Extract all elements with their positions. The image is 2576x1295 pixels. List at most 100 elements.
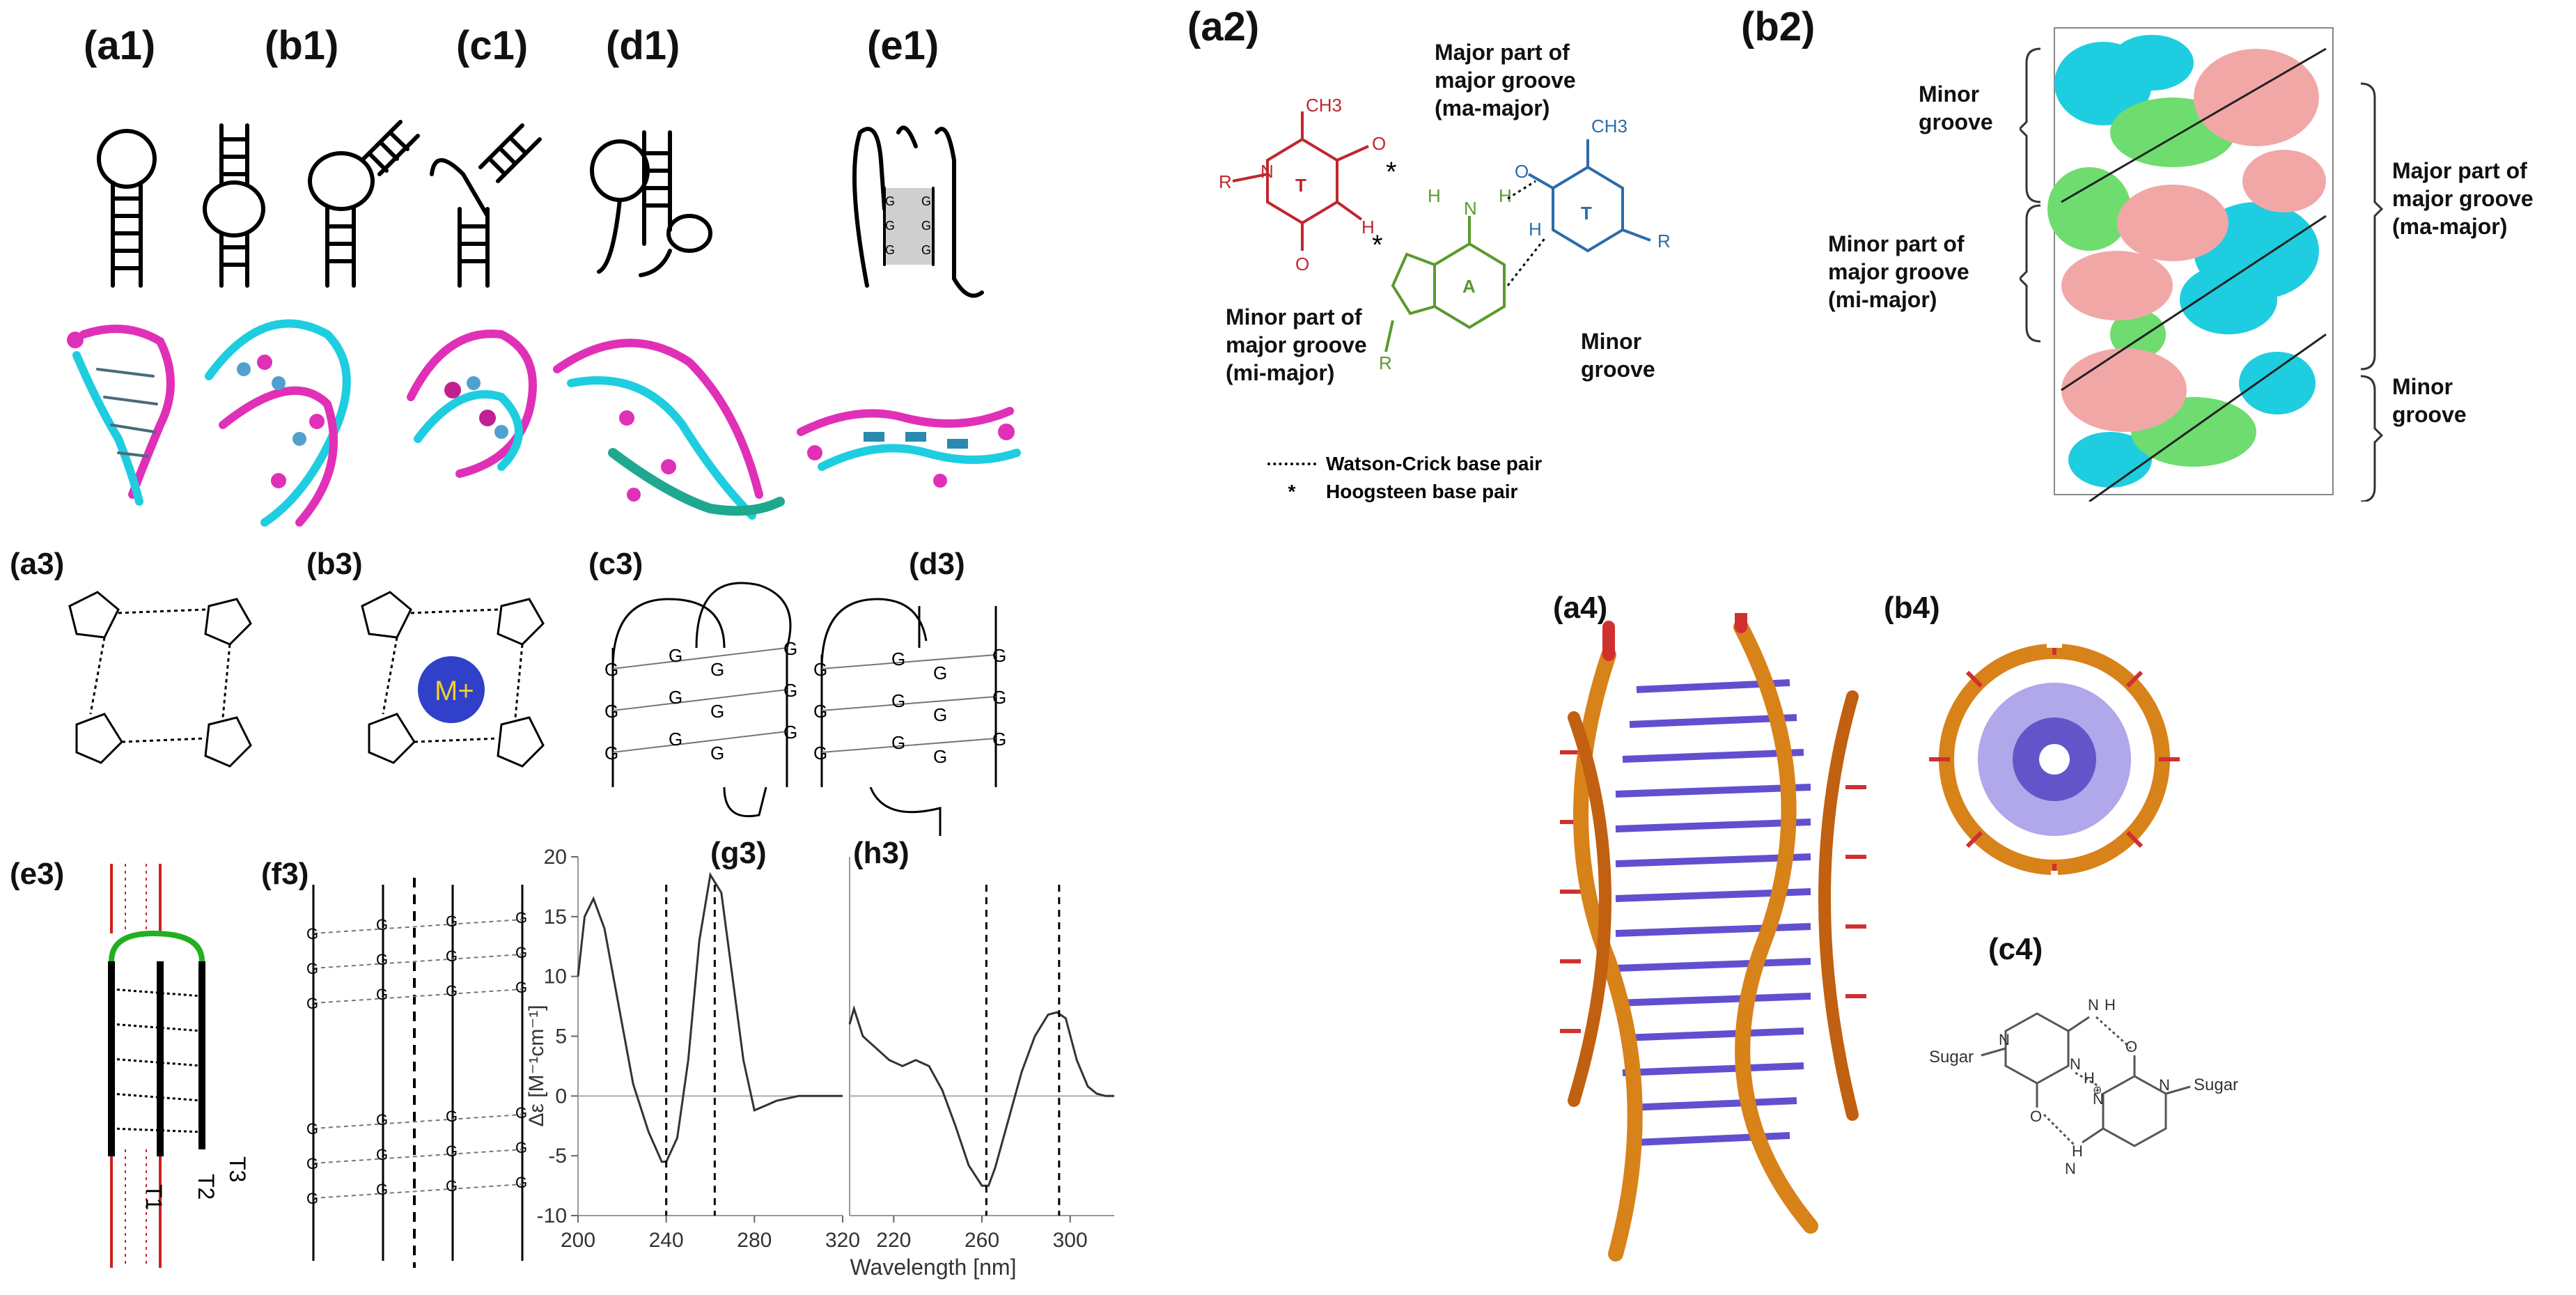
b2-mi-major-line2: major groove	[1828, 259, 1969, 284]
strand-label-t3: T3	[225, 1156, 250, 1182]
svg-text:G: G	[921, 219, 931, 233]
svg-text:G: G	[515, 1104, 527, 1122]
svg-text:G: G	[921, 194, 931, 208]
svg-text:G: G	[933, 746, 947, 767]
panel-label-a1: (a1)	[84, 23, 156, 68]
svg-text:G: G	[604, 659, 618, 680]
a2-minor-groove-line2: groove	[1581, 357, 1655, 382]
backbone-orange	[1568, 613, 1859, 1262]
sugar-right-label: Sugar	[2194, 1076, 2238, 1094]
svg-text:G: G	[306, 1155, 318, 1172]
svg-text:G: G	[376, 916, 388, 933]
b2-minor-groove-bottom: Minor groove	[2392, 373, 2467, 428]
b2-ma-major-line3: (ma-major)	[2392, 214, 2508, 239]
svg-text:H: H	[2105, 996, 2116, 1014]
svg-text:G: G	[813, 743, 827, 763]
b2-minor-top-line2: groove	[1919, 109, 1993, 134]
svg-text:G: G	[710, 659, 724, 680]
base-stack-purple	[1615, 679, 1811, 1146]
svg-text:G: G	[306, 960, 318, 977]
watson-crick-bonds	[1506, 180, 1547, 286]
panel-label-f3: (f3)	[261, 857, 309, 891]
svg-text:G: G	[933, 704, 947, 725]
b2-mi-major-label: Minor part of major groove (mi-major)	[1828, 230, 1969, 313]
x-axis-label: Wavelength [nm]	[850, 1255, 1017, 1280]
svg-text:G: G	[885, 219, 895, 233]
svg-text:G: G	[783, 638, 797, 659]
a2-legend: Watson-Crick base pair * Hoogsteen base …	[1267, 453, 1542, 503]
panel-label-a4: (a4)	[1553, 591, 1608, 625]
g-quartet-b3	[361, 591, 545, 768]
panel-label-e1: (e1)	[867, 23, 939, 68]
a2-minor-groove-line1: Minor	[1581, 329, 1642, 354]
svg-text:G: G	[669, 687, 682, 708]
b2-ma-major-line1: Major part of	[2392, 158, 2527, 183]
strand-label-t2: T2	[194, 1174, 219, 1200]
svg-text:G: G	[306, 1120, 318, 1138]
ribbon-d1	[553, 339, 785, 520]
svg-text:O: O	[1372, 133, 1386, 154]
ribbon-c1	[407, 329, 537, 478]
svg-text:G: G	[306, 925, 318, 943]
metal-ion	[418, 656, 485, 723]
svg-text:O: O	[2030, 1108, 2042, 1125]
h3-x-tick-label: 260	[965, 1229, 999, 1252]
b2-brackets	[2020, 47, 2384, 502]
b2-ma-major-line2: major groove	[2392, 186, 2534, 211]
svg-text:G: G	[376, 1181, 388, 1198]
a2-mi-major-line1: Minor part of	[1226, 304, 1362, 329]
panel-label-b3: (b3)	[306, 547, 363, 581]
hoogsteen-star-1: *	[1386, 157, 1397, 187]
g3-x-tick-label: 240	[649, 1229, 684, 1252]
h3-x-tick-label: 220	[876, 1229, 911, 1252]
panel-label-b2: (b2)	[1741, 4, 1816, 49]
svg-text:H: H	[1529, 219, 1542, 240]
panel-label-d3: (d3)	[909, 547, 965, 581]
g3-cd-curve	[577, 871, 843, 1163]
svg-text:G: G	[813, 701, 827, 722]
svg-text:G: G	[992, 729, 1006, 750]
panel-label-c3: (c3)	[588, 547, 643, 581]
panel-label-a2: (a2)	[1187, 4, 1260, 49]
svg-text:G: G	[813, 659, 827, 680]
svg-text:G: G	[783, 680, 797, 701]
svg-text:H: H	[1428, 185, 1441, 206]
b2-space-filling-helix	[2047, 27, 2334, 502]
cytosine-left-ring	[2004, 1012, 2070, 1085]
g3-y-tick-label: 15	[544, 906, 567, 929]
svg-text:G: G	[885, 243, 895, 257]
svg-text:O: O	[1295, 254, 1309, 274]
panel-label-b4: (b4)	[1884, 591, 1940, 625]
g3-y-tick-label: 20	[544, 846, 567, 869]
sugar-left-label: Sugar	[1929, 1048, 1974, 1067]
triplex-loop	[109, 930, 205, 962]
svg-text:R: R	[1219, 171, 1232, 192]
b2-minor-top-line1: Minor	[1919, 82, 1980, 107]
pseudoknot-sketch	[590, 130, 712, 277]
junction-sketch-1	[308, 120, 420, 288]
svg-text:N: N	[2093, 1090, 2104, 1108]
a2-mi-major-line3: (mi-major)	[1226, 360, 1335, 385]
internal-loop-sketch	[203, 123, 265, 288]
legend-dotted-line	[1267, 463, 1316, 465]
panel-label-c4: (c4)	[1988, 932, 2043, 966]
svg-text:H: H	[1499, 185, 1512, 206]
svg-text:G: G	[515, 909, 527, 926]
ribbon-b1	[205, 319, 351, 527]
y-axis-label: Δε [M⁻¹cm⁻¹]	[525, 1005, 548, 1126]
svg-text:G: G	[446, 1177, 458, 1195]
panel-label-e3: (e3)	[10, 857, 65, 891]
panel-label-b1: (b1)	[265, 23, 339, 68]
strand-label-t1: T1	[141, 1184, 166, 1210]
legend-watson-crick: Watson-Crick base pair	[1267, 453, 1542, 475]
a2-ma-major-line2: major groove	[1435, 68, 1576, 93]
metal-ion-label: M+	[435, 676, 474, 706]
ribbon-a1	[67, 325, 175, 506]
g-quartet-a3	[68, 591, 252, 768]
